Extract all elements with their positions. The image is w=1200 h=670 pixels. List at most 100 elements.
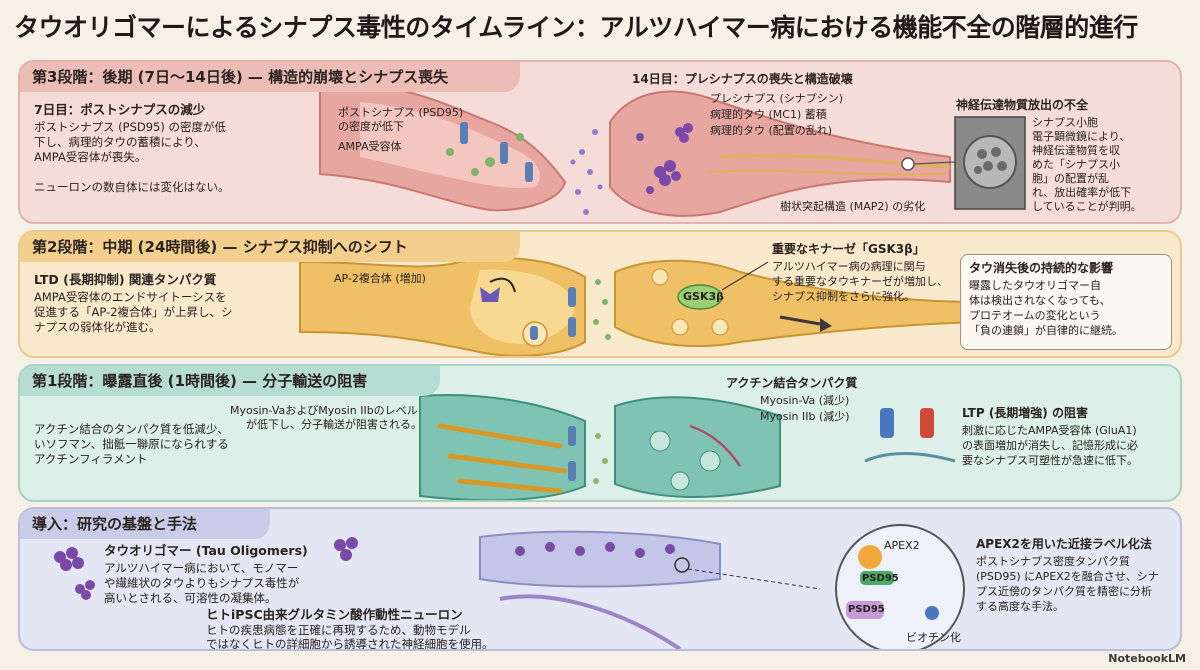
- ap2-complex: [480, 287, 500, 302]
- apex2-badge: APEX2: [884, 539, 920, 552]
- stage-2-panel: 第2段階：中期 (24時間後) — シナプス抑制へのシフト LTD (長期抑制)…: [18, 230, 1182, 358]
- glua1-receptor: [880, 408, 894, 438]
- actin-filament: [437, 423, 568, 494]
- biotin-label: ビオチン化: [906, 631, 961, 644]
- ampa-receptor: [460, 122, 468, 144]
- em-line-3: 神経伝達物質を収: [1032, 144, 1120, 157]
- persistent-line-2: 体は検出されなくなっても、: [969, 294, 1111, 307]
- ampa-receptor: [568, 317, 576, 337]
- persistent-line-1: 曝露したタウオリゴマー自: [969, 279, 1101, 292]
- tau-oligomer-icon: [54, 537, 358, 600]
- stage-3-panel: 第3段階：後期 (7日〜14日後) — 構造的崩壊とシナプス喪失 7日目：ポスト…: [18, 60, 1182, 224]
- myosin-line-2: が低下し、分子輸送が阻害される。: [246, 418, 422, 431]
- label-myosin-va: Myosin-Va (減少): [760, 394, 850, 407]
- gsk3b-line-1: アルツハイマー病の病理に関与: [772, 260, 926, 273]
- gsk3b-line-3: シナプス抑制をさらに強化。: [772, 290, 915, 303]
- label-actin-binding: アクチン結合タンパク質: [726, 376, 858, 390]
- em-line-5: 胞」の配置が乱: [1032, 172, 1109, 185]
- ipsc-line-2: ではなくヒトの詳細胞から誘導された神経細胞を使用。: [206, 637, 494, 651]
- tau-line-3: 高いとされる、可溶性の凝集体。: [104, 591, 277, 605]
- tau-line-2: や繊維状のタウよりもシナプス毒性が: [104, 576, 300, 590]
- stage-3-header: 第3段階：後期 (7日〜14日後) — 構造的崩壊とシナプス喪失: [20, 62, 520, 92]
- ltd-title: LTD (長期抑制) 関連タンパク質: [34, 272, 217, 287]
- ltp-line-2: の表面増加が消失し、記憶形成に必: [962, 439, 1138, 452]
- ltd-line-1: AMPA受容体のエンドサイトーシスを: [34, 290, 227, 304]
- ltp-title: LTP (長期増強) の阻害: [962, 406, 1088, 420]
- label-psd95-2: の密度が低下: [338, 120, 404, 133]
- ltd-line-2: 促進する「AP-2複合体」が上昇し、シ: [34, 305, 233, 319]
- day7-line-2: 下し、病理的タウの蓄積により、: [34, 135, 206, 149]
- persistent-line-3: プロテオームの変化という: [969, 309, 1101, 322]
- stage-1-illustration: [419, 394, 956, 500]
- em-line-2: 電子顕微鏡により、: [1032, 130, 1131, 143]
- apex2-line-2: (PSD95) にAPEX2を融合させ、シナ: [976, 570, 1159, 583]
- ltd-line-3: ナプスの弱体化が進む。: [34, 320, 161, 334]
- em-line-7: していることが判明。: [1032, 200, 1142, 213]
- tau-line-1: アルツハイマー病において、モノマー: [104, 561, 299, 575]
- day14-title: 14日目：プレシナプスの喪失と構造破壊: [632, 72, 853, 86]
- em-panel-title: 神経伝達物質放出の不全: [956, 98, 1089, 112]
- stage-1-panel: 第1段階：曝露直後 (1時間後) — 分子輸送の阻害 アクチン結合のタンパク質を…: [18, 364, 1182, 502]
- apex2-line-4: する高度な手法。: [976, 600, 1064, 613]
- neuron-note: ニューロンの数自体には変化はない。: [34, 180, 230, 194]
- ampa-receptor: [568, 426, 576, 446]
- ltp-line-1: 刺激に応じたAMPA受容体 (GluA1): [962, 424, 1137, 437]
- label-psd95: ポストシナプス (PSD95): [338, 106, 464, 119]
- apex2-line-3: プス近傍のタンパク質を精密に分析: [976, 585, 1152, 598]
- gsk3b-badge: GSK3β: [683, 290, 725, 303]
- ipsc-line-1: ヒトの疾患病態を正確に再現するため、動物モデル: [206, 623, 471, 637]
- gsk3b-marker: [677, 284, 723, 310]
- apex2-title: APEX2を用いた近接ラベル化法: [976, 537, 1152, 551]
- apex2-enzyme: [858, 545, 882, 569]
- stage-3-illustration: [319, 78, 1026, 217]
- actin-line-2: いソフマン、拙骶一聯原になられする: [34, 437, 229, 451]
- stage-2-illustration: [299, 257, 981, 356]
- glua1-receptor: [920, 408, 934, 438]
- presynapse: [609, 90, 951, 217]
- presynapse: [614, 396, 781, 498]
- notebooklm-logo: NotebookLM: [1108, 652, 1186, 665]
- myosin-line-1: Myosin-VaおよびMyosin IIbのレベル: [230, 404, 418, 417]
- gsk3b-line-2: する重要なタウキナーゼが増加し、: [772, 275, 948, 288]
- ltp-line-3: 要なシナプス可塑性が急速に低下。: [962, 454, 1138, 467]
- stage-2-header: 第2段階：中期 (24時間後) — シナプス抑制へのシフト: [20, 232, 520, 262]
- biotin-icon: [925, 606, 939, 620]
- persistent-line-4: 「負の連鎖」が自律的に継続。: [969, 324, 1123, 337]
- day7-title: 7日目：ポストシナプスの減少: [34, 102, 206, 117]
- actin-line-1: アクチン結合のタンパク質を低減少、: [34, 422, 229, 436]
- intro-illustration: [54, 524, 965, 649]
- tau-title: タウオリゴマー (Tau Oligomers): [104, 543, 308, 558]
- actin-line-3: アクチンフィラメント: [34, 452, 148, 466]
- label-ap2: AP-2複合体 (増加): [334, 272, 426, 285]
- em-line-4: めた「シナプス小: [1032, 158, 1120, 171]
- myosin-transport: [689, 424, 742, 467]
- persistent-effect-panel: タウ消失後の持続的な影響 曝露したタウオリゴマー自 体は検出されなくなっても、 …: [960, 254, 1172, 350]
- postsynapse-dendrite: [419, 394, 586, 500]
- psd95-badge-1: PSD95: [862, 573, 899, 584]
- stage-1-header: 第1段階：曝露直後 (1時間後) — 分子輸送の阻害: [20, 366, 440, 396]
- persistent-title: タウ消失後の持続的な影響: [969, 261, 1114, 275]
- ipsc-neuron: [499, 594, 682, 649]
- em-line-1: シナプス小胞: [1032, 116, 1098, 129]
- synapse-surface: [479, 530, 721, 588]
- day7-line-1: ポストシナプス (PSD95) の密度が低: [34, 120, 227, 134]
- intro-header: 導入：研究の基盤と手法: [20, 509, 270, 539]
- ampa-receptor: [525, 162, 533, 182]
- tau-aggregate: [636, 123, 693, 194]
- label-presynapse: プレシナプス (シナプシン): [710, 92, 844, 105]
- ipsc-title: ヒトiPSC由来グルタミン酸作動性ニューロン: [206, 607, 463, 622]
- gsk3b-title: 重要なキナーゼ「GSK3β」: [772, 242, 925, 256]
- label-mc1: 病理的タウ (MC1) 蓄積: [710, 108, 827, 121]
- page-title: タウオリゴマーによるシナプス毒性のタイムライン：アルツハイマー病における機能不全…: [14, 13, 1138, 42]
- em-line-6: れ、放出確率が低下: [1032, 186, 1132, 199]
- psd95-badge-2: PSD95: [848, 604, 885, 615]
- label-map2: 樹状突起構造 (MAP2) の劣化: [780, 200, 926, 213]
- ampa-receptor: [568, 287, 576, 307]
- intro-panel: 導入：研究の基盤と手法 タウオリゴマー (Tau Oligomers) アルツハ…: [18, 507, 1182, 651]
- ampa-receptor: [500, 142, 508, 164]
- ampa-receptor: [568, 461, 576, 481]
- day7-line-3: AMPA受容体が喪失。: [34, 150, 147, 164]
- label-ampa: AMPA受容体: [338, 140, 402, 153]
- apex2-line-1: ポストシナプス密度タンパク質: [976, 555, 1130, 568]
- label-myosin-iib: Myosin IIb (減少): [760, 410, 850, 423]
